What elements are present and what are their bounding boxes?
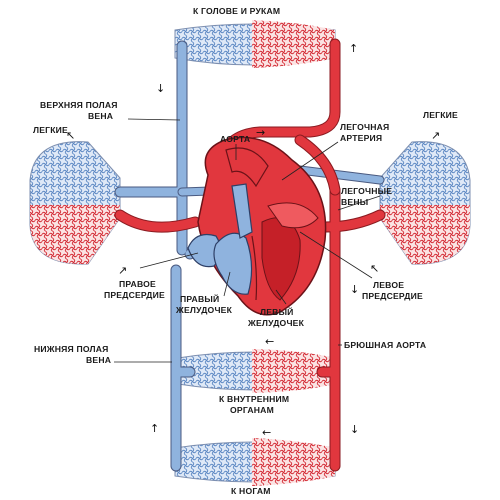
arrow-up-icon: ↑	[349, 42, 358, 55]
label-head-arms: К ГОЛОВЕ И РУКАМ	[193, 6, 280, 16]
arrow-left-icon: ↖	[66, 129, 75, 142]
label-legs: К НОГАМ	[231, 486, 271, 496]
label-ivc-line1: НИЖНЯЯ ПОЛАЯ	[34, 344, 109, 354]
label-pulm-veins-line2: ВЕНЫ	[341, 197, 368, 207]
label-internal-organs-line2: ОРГАНАМ	[230, 405, 274, 415]
left-pulmonary-veins	[115, 210, 200, 232]
arrow-left-icon: ←	[262, 426, 271, 439]
label-ivc-line2: ВЕНА	[86, 355, 111, 365]
label-pulm-artery-line1: ЛЕГОЧНАЯ	[340, 122, 389, 132]
label-svc-line1: ВЕРХНЯЯ ПОЛАЯ	[40, 100, 118, 110]
leader-lines	[114, 118, 381, 363]
label-right-atrium-line1: ПРАВОЕ	[119, 279, 156, 289]
label-right-ventricle-line2: ЖЕЛУДОЧЕК	[175, 305, 233, 315]
arrow-right-icon: ↗	[431, 129, 440, 142]
arrow-left-icon: ←	[265, 335, 274, 348]
label-lungs-right: ЛЕГКИЕ	[423, 110, 458, 120]
label-left-ventricle-line2: ЖЕЛУДОЧЕК	[247, 318, 305, 328]
label-pulm-veins-line1: ЛЕГОЧНЫЕ	[341, 186, 392, 196]
internal-organs-capillary-bed	[177, 349, 336, 393]
arrow-right-icon: ↗	[118, 264, 127, 277]
label-internal-organs-line1: К ВНУТРЕННИМ	[219, 394, 289, 404]
heart	[187, 136, 327, 316]
label-aorta: АОРТА	[220, 134, 250, 144]
left-lung-capillary-bed	[29, 141, 121, 265]
legs-capillary-bed	[174, 438, 336, 486]
label-left-atrium-line1: ЛЕВОЕ	[373, 280, 404, 290]
right-lung-capillary-bed	[379, 141, 471, 265]
flow-arrows: ↓ ↑ ↖ ↗ → ↗ ↖ ↓ ← ↑ ↓ ←	[66, 42, 440, 439]
label-left-ventricle-line1: ЛЕВЫЙ	[260, 306, 294, 317]
arrow-up-icon: ↑	[150, 422, 159, 435]
label-right-atrium-line2: ПРЕДСЕРДИЕ	[104, 290, 165, 300]
arrow-down-icon: ↓	[350, 283, 359, 296]
head-arms-capillary-bed	[174, 20, 336, 68]
arrow-down-icon: ↓	[156, 82, 165, 95]
label-svc-line2: ВЕНА	[88, 111, 113, 121]
arrow-left-icon: ↖	[370, 262, 379, 275]
label-pulm-artery-line2: АРТЕРИЯ	[340, 133, 382, 143]
arrow-down-icon: ↓	[350, 423, 359, 436]
label-lungs-left: ЛЕГКИЕ	[33, 125, 68, 135]
label-abdominal-aorta: БРЮШНАЯ АОРТА	[344, 340, 426, 350]
label-left-atrium-line2: ПРЕДСЕРДИЕ	[362, 291, 423, 301]
arrow-right-icon: →	[256, 126, 265, 139]
label-right-ventricle-line1: ПРАВЫЙ	[180, 293, 219, 304]
labels: К ГОЛОВЕ И РУКАМ ВЕРХНЯЯ ПОЛАЯ ВЕНА ЛЕГК…	[33, 6, 458, 496]
